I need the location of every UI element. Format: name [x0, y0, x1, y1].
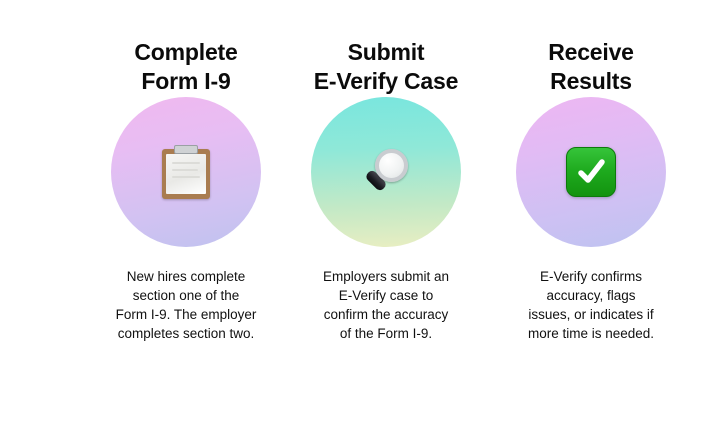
step-circle-wrapper [111, 96, 261, 248]
step-icon-circle [516, 97, 666, 247]
clipboard-text-line [172, 176, 200, 178]
clipboard-icon [162, 145, 210, 199]
step-icon-circle [311, 97, 461, 247]
process-step-receive-results: Receive Results E-Verify confirms accura… [491, 0, 691, 357]
magnifier-lens [375, 149, 408, 182]
step-description: E-Verify confirms accuracy, flags issues… [527, 269, 655, 341]
clipboard-paper [166, 154, 206, 194]
magnifying-glass-icon [358, 144, 414, 200]
step-description: Employers submit an E-Verify case to con… [322, 269, 450, 341]
process-step-complete-form-i9: Complete Form I-9 New hires complete sec… [86, 0, 286, 357]
step-circle-wrapper [311, 96, 461, 248]
step-circle-wrapper [516, 96, 666, 248]
step-heading: Complete Form I-9 [134, 39, 238, 94]
green-check-mark-icon [566, 147, 616, 197]
clipboard-clip [174, 145, 198, 154]
step-description: New hires complete section one of the Fo… [115, 269, 257, 341]
step-heading: Submit E-Verify Case [313, 39, 459, 94]
step-icon-circle [111, 97, 261, 247]
clipboard-text-line [172, 169, 198, 171]
process-step-submit-everify-case: Submit E-Verify Case Employers submit an… [286, 0, 486, 357]
clipboard-text-line [172, 162, 200, 164]
step-heading: Receive Results [548, 39, 634, 94]
